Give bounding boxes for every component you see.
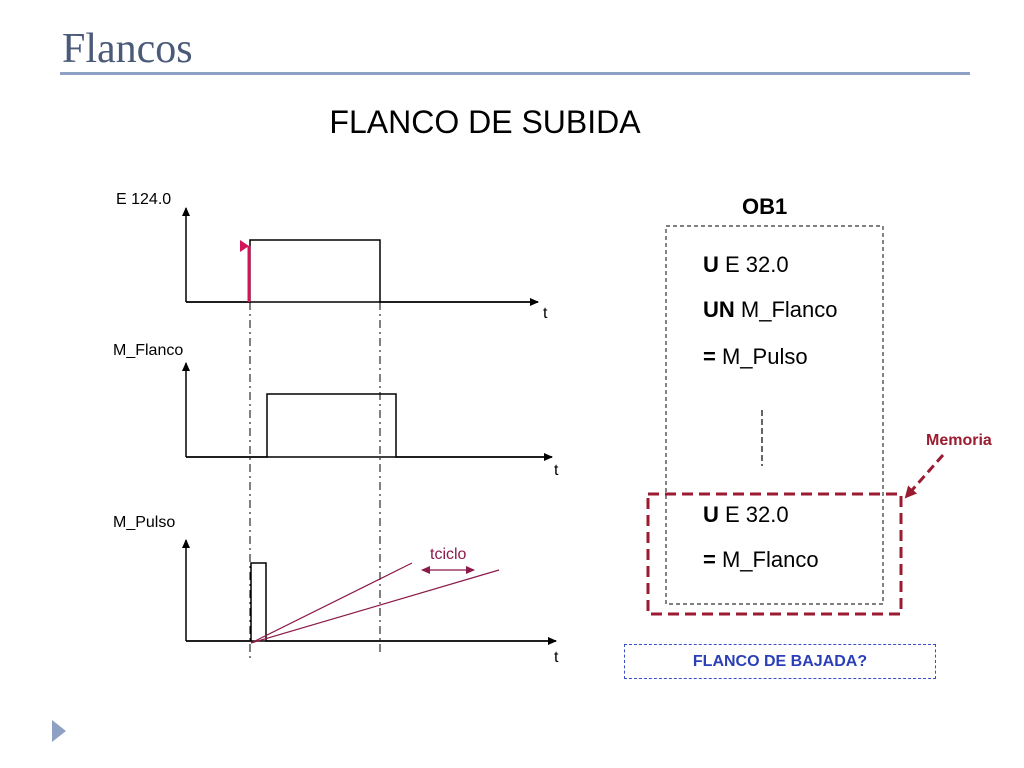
code-line-2: UN M_Flanco — [703, 297, 838, 323]
memoria-highlight-frame — [646, 492, 903, 616]
code-line-4-op: U — [703, 502, 719, 527]
code-line-4-operand: E 32.0 — [725, 502, 789, 527]
signal-mflanco-time-label: t — [554, 462, 559, 479]
tciclo-line-2 — [250, 569, 500, 644]
code-line-5-op: = — [703, 547, 716, 572]
signal-mflanco-axes — [182, 362, 553, 461]
code-line-3: = M_Pulso — [703, 344, 808, 370]
code-line-1-operand: E 32.0 — [725, 252, 789, 277]
triangle-bullet-icon — [52, 720, 66, 742]
code-line-5: = M_Flanco — [703, 547, 819, 573]
ob1-title: OB1 — [742, 194, 788, 219]
slide-title: Flancos — [62, 26, 193, 72]
code-line-2-operand: M_Flanco — [740, 297, 838, 322]
falling-edge-question-box: FLANCO DE BAJADA? — [624, 644, 936, 679]
tciclo-line-1 — [250, 562, 413, 644]
title-divider — [60, 72, 970, 75]
tciclo-label: tciclo — [430, 546, 467, 563]
signal-e124-waveform — [186, 239, 538, 303]
signal-e124-time-label: t — [543, 305, 548, 322]
ob1-block-frame — [665, 225, 884, 605]
signal-mpulso-axes — [182, 539, 557, 645]
signal-mpulso-time-label: t — [554, 649, 559, 666]
memoria-label: Memoria — [926, 432, 992, 449]
signal-mpulso-waveform — [186, 562, 556, 642]
code-line-1: U E 32.0 — [703, 252, 789, 278]
memoria-pointer-arrow-icon — [904, 454, 945, 499]
code-line-5-operand: M_Flanco — [721, 547, 819, 572]
signal-mflanco-waveform — [186, 393, 552, 458]
signal-mpulso-label: M_Pulso — [113, 514, 176, 531]
code-line-2-op: UN — [703, 297, 735, 322]
signal-e124-axes — [182, 207, 539, 306]
code-line-4: U E 32.0 — [703, 502, 789, 528]
code-line-3-operand: M_Pulso — [721, 344, 808, 369]
code-line-3-op: = — [703, 344, 716, 369]
code-line-1-op: U — [703, 252, 719, 277]
diagram-heading: FLANCO DE SUBIDA — [329, 104, 641, 140]
signal-e124-label: E 124.0 — [116, 191, 172, 208]
signal-mflanco-label: M_Flanco — [113, 342, 184, 359]
